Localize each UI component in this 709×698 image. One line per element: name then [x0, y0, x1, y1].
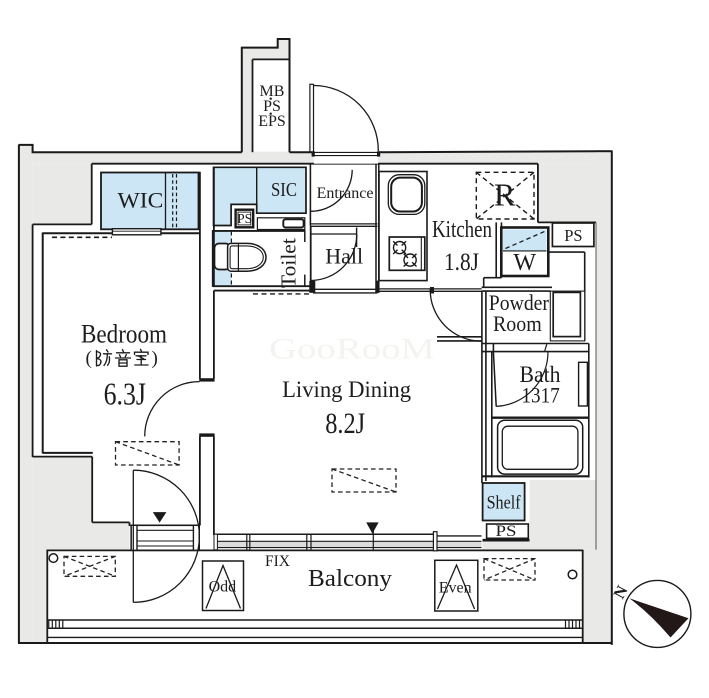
svg-text:Balcony: Balcony [308, 566, 392, 592]
svg-text:Toilet: Toilet [276, 238, 300, 288]
svg-text:GooRooM: GooRooM [269, 333, 435, 366]
svg-text:Living Dining: Living Dining [282, 377, 411, 403]
svg-text:(: ( [86, 348, 92, 369]
svg-text:SIC: SIC [271, 180, 297, 201]
svg-text:6.3J: 6.3J [104, 375, 146, 411]
svg-text:Powder: Powder [489, 290, 550, 315]
svg-text:Bath: Bath [520, 362, 561, 388]
svg-text:Odd: Odd [209, 578, 237, 595]
svg-text:Entrance: Entrance [317, 185, 374, 202]
svg-text:8.2J: 8.2J [325, 407, 365, 440]
svg-text:PS: PS [564, 226, 582, 245]
svg-text:R: R [494, 176, 516, 212]
svg-text:WIC: WIC [118, 188, 164, 213]
svg-text:1317: 1317 [522, 383, 560, 408]
svg-text:MB: MB [260, 83, 285, 100]
svg-text:W: W [513, 250, 536, 276]
svg-text:PS: PS [263, 98, 281, 115]
svg-text:1.8J: 1.8J [444, 249, 479, 276]
svg-text:EPS: EPS [258, 113, 286, 130]
svg-text:Kitchen: Kitchen [432, 217, 492, 243]
svg-text:Hall: Hall [325, 244, 363, 269]
svg-text:FIX: FIX [265, 553, 290, 570]
svg-text:Shelf: Shelf [487, 492, 522, 513]
svg-text:PS: PS [237, 211, 252, 226]
svg-text:PS: PS [496, 523, 517, 540]
svg-text:): ) [152, 348, 158, 369]
svg-text:Room: Room [493, 311, 542, 336]
svg-text:Even: Even [439, 580, 472, 597]
svg-text:Bedroom: Bedroom [81, 320, 167, 349]
